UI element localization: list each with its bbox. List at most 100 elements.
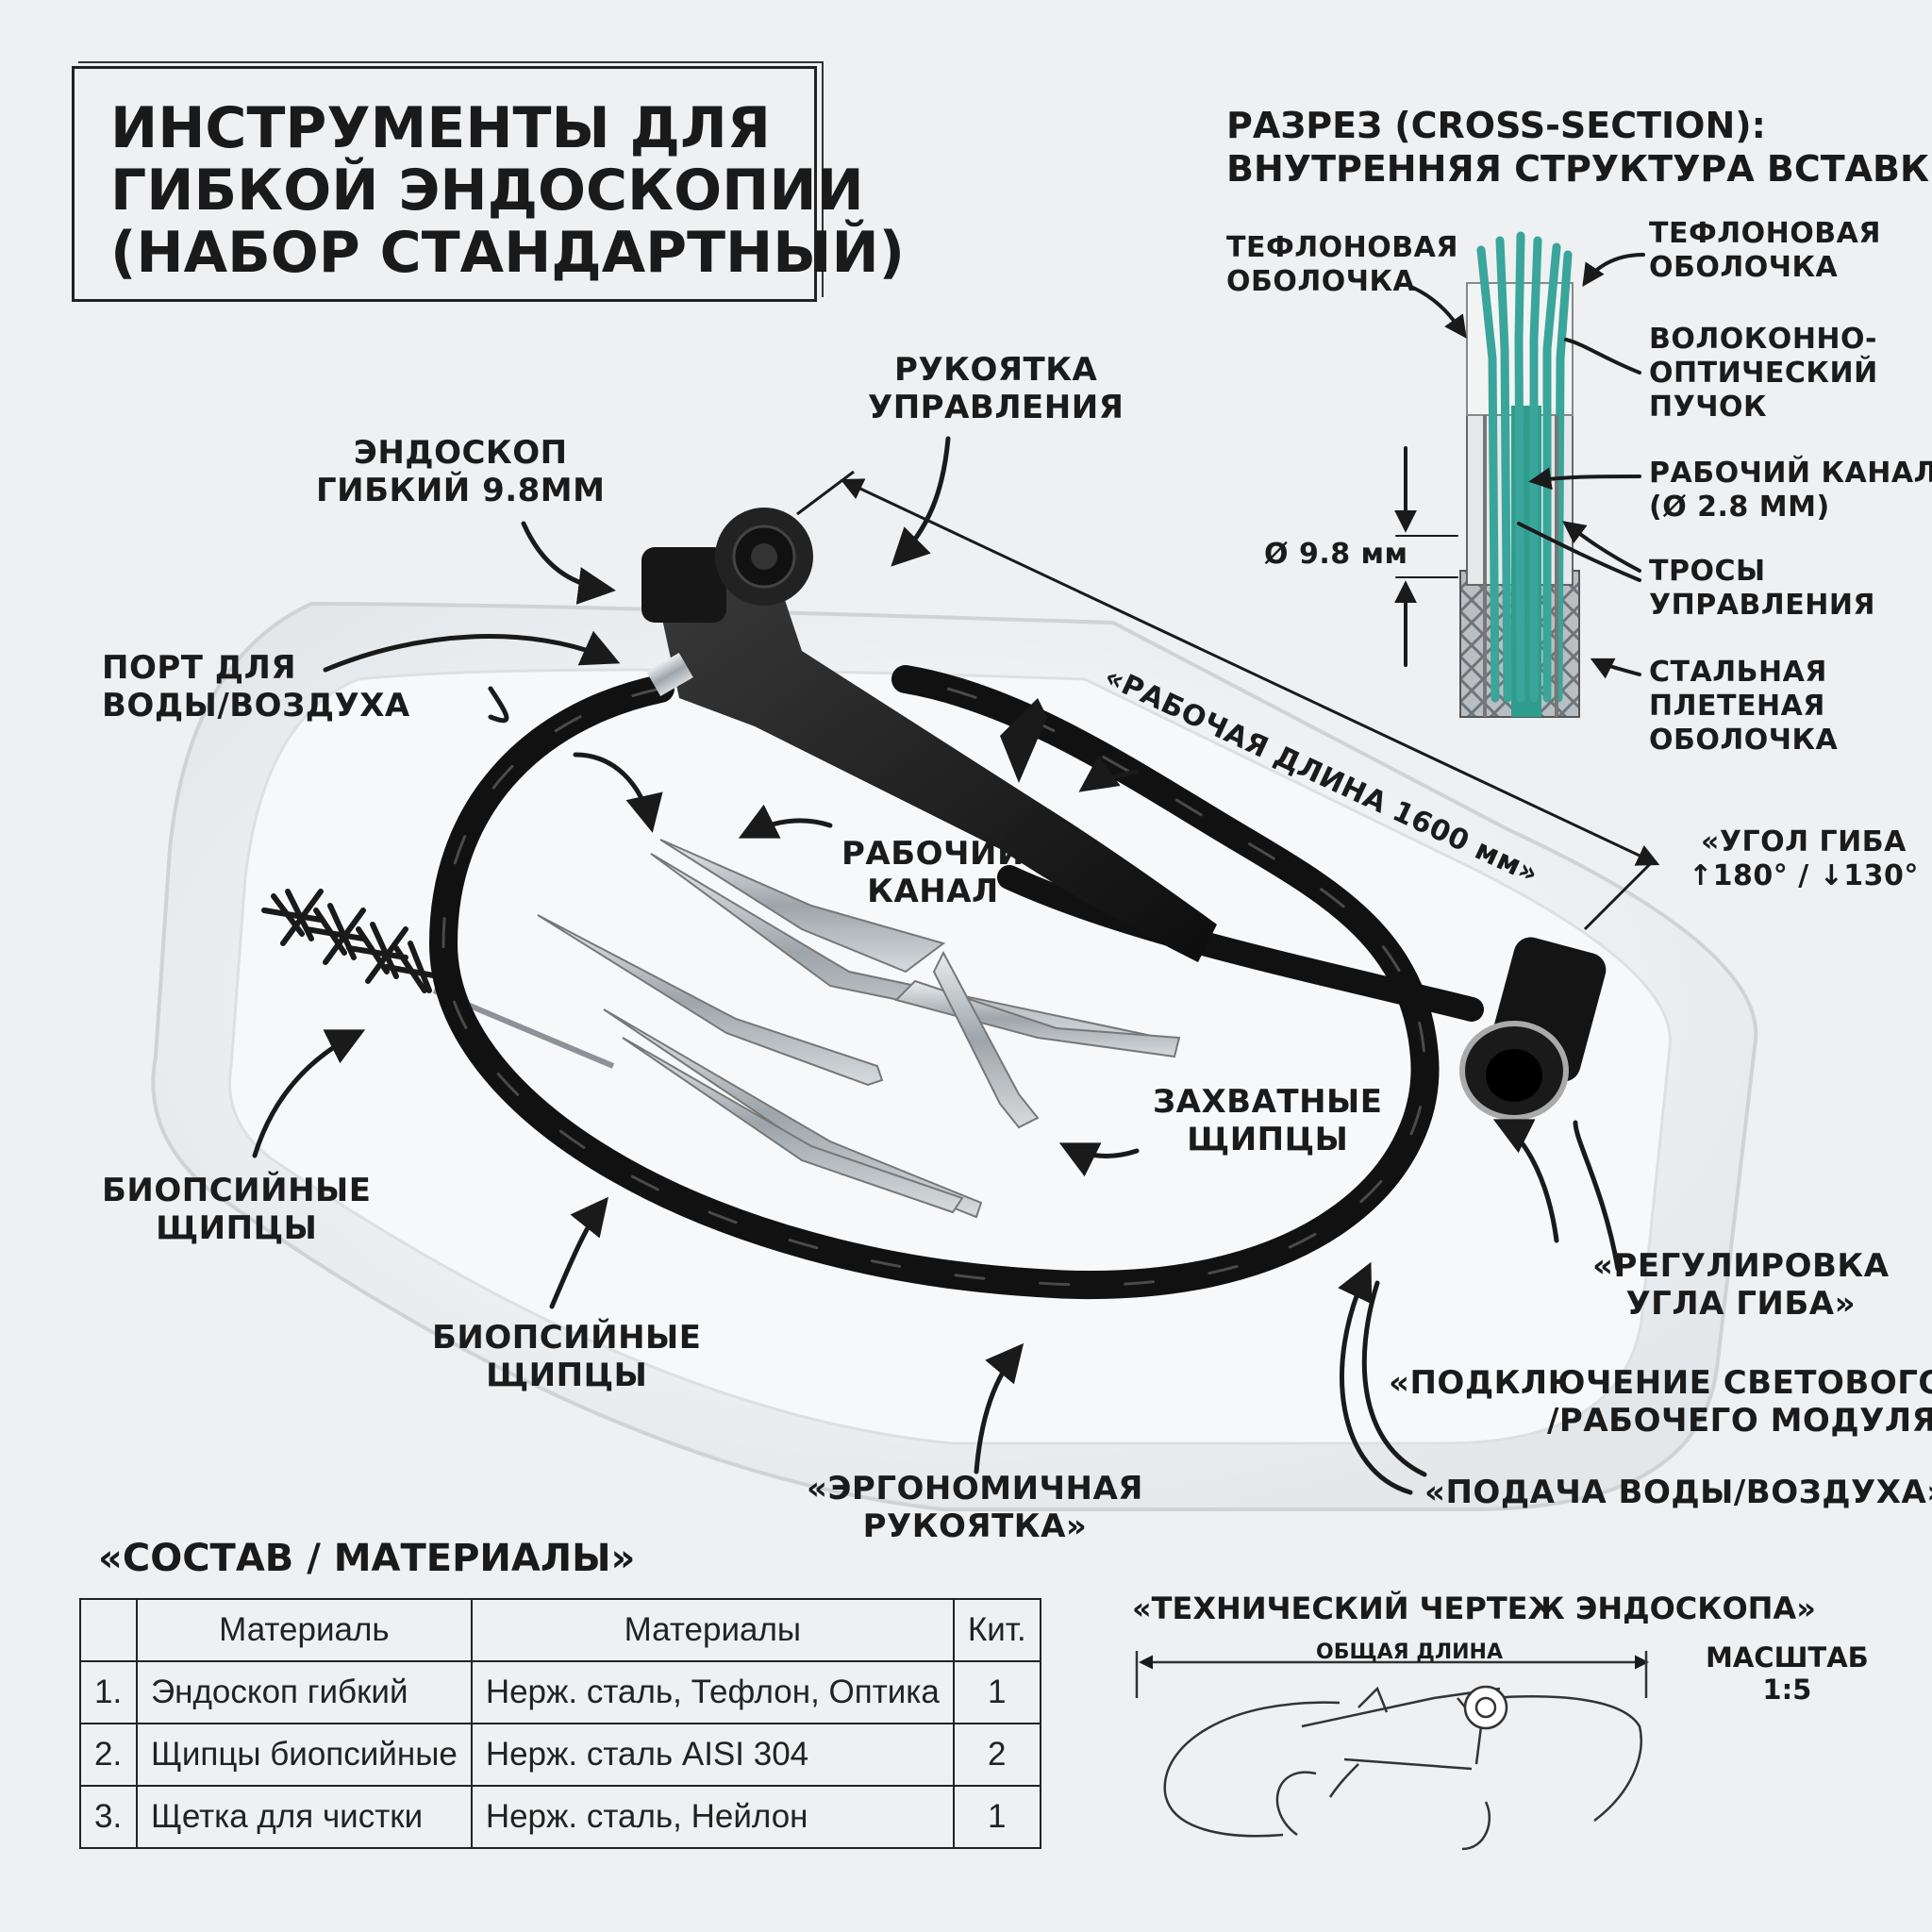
- scale-label-1: МАСШТАБ: [1706, 1641, 1869, 1674]
- title-line-3: (НАБОР СТАНДАРТНЫЙ): [110, 220, 906, 286]
- cross-section-title: РАЗРЕЗ (CROSS-SECTION): ВНУТРЕННЯЯ СТРУК…: [1226, 104, 1932, 191]
- label-biopsy-a-1: БИОПСИЙНЫЕ: [102, 1172, 372, 1209]
- table-cell: 1: [952, 1785, 1041, 1849]
- label-fiber-1: ВОЛОКОННО-: [1649, 323, 1877, 356]
- label-braid-2: ПЛЕТЕНАЯ: [1649, 690, 1825, 723]
- label-biopsy-b-1: БИОПСИЙНЫЕ: [432, 1319, 702, 1357]
- label-cs-channel-1: РАБОЧИЙ КАНАЛ: [1649, 457, 1932, 490]
- table-cell: Нерж. сталь, Тефлон, Оптика: [470, 1660, 955, 1724]
- label-grasp-2: ЩИПЦЫ: [1187, 1121, 1349, 1158]
- label-cables-2: УПРАВЛЕНИЯ: [1649, 589, 1876, 622]
- table-cell: Нерж. сталь, Нейлон: [470, 1785, 955, 1849]
- label-steel-braid: СТАЛЬНАЯ ПЛЕТЕНАЯ ОБОЛОЧКА: [1649, 656, 1838, 758]
- label-bend-2: ↑180° / ↓130°: [1689, 859, 1919, 892]
- table-cell: 2.: [79, 1723, 138, 1787]
- cross-section-title-line-1: РАЗРЕЗ (CROSS-SECTION):: [1226, 105, 1766, 146]
- label-bend-adjust-1: «РЕГУЛИРОВКА: [1592, 1247, 1890, 1285]
- label-braid-3: ОБОЛОЧКА: [1649, 724, 1839, 757]
- label-teflon-left-2: ОБОЛОЧКА: [1226, 265, 1416, 298]
- label-cs-channel-2: (Ø 2.8 мм): [1649, 491, 1830, 524]
- forceps: [537, 839, 1181, 1219]
- scale-label-2: 1:5: [1762, 1674, 1812, 1706]
- label-teflon-right-1: ТЕФЛОНОВАЯ: [1649, 217, 1881, 250]
- label-grasp-1: ЗАХВАТНЫЕ: [1153, 1083, 1383, 1121]
- table-cell: 2: [952, 1723, 1041, 1787]
- title-box: ИНСТРУМЕНТЫ ДЛЯ ГИБКОЙ ЭНДОСКОПИИ (НАБОР…: [72, 66, 905, 302]
- label-bend-adjust-2: УГЛА ГИБА»: [1625, 1285, 1857, 1323]
- page-title: ИНСТРУМЕНТЫ ДЛЯ ГИБКОЙ ЭНДОСКОПИИ (НАБОР…: [110, 97, 905, 284]
- table-cell: 1.: [79, 1660, 138, 1724]
- table-cell: 3.: [79, 1785, 138, 1849]
- table-cell: Щипцы биопсийные: [136, 1723, 473, 1787]
- label-connect-2: /РАБОЧЕГО МОДУЛЯ»: [1547, 1402, 1932, 1440]
- label-ergonomic-handle: «ЭРГОНОМИЧНАЯ РУКОЯТКА»: [807, 1470, 1143, 1545]
- label-fiber-2: ОПТИЧЕСКИЙ: [1649, 357, 1878, 390]
- table-row: 1. Эндоскоп гибкий Нерж. сталь, Тефлон, …: [79, 1660, 1041, 1724]
- working-length-dimension: [796, 470, 1660, 931]
- table-cell: Щетка для чистки: [136, 1785, 473, 1849]
- annotation-arrows: [252, 436, 1621, 1495]
- scale-label: МАСШТАБ 1:5: [1706, 1641, 1869, 1706]
- label-connect-1: «ПОДКЛЮЧЕНИЕ СВЕТОВОГО/: [1389, 1364, 1932, 1402]
- label-bend-adjust: «РЕГУЛИРОВКА УГЛА ГИБА»: [1592, 1247, 1890, 1323]
- technical-drawing: [1135, 1651, 1649, 1851]
- label-diameter-text: Ø 9.8 мм: [1264, 538, 1408, 571]
- table-row: 2. Щипцы биопсийные Нерж. сталь AISI 304…: [79, 1723, 1041, 1787]
- cross-section-illustration: [1459, 231, 1580, 718]
- label-grasping-forceps: ЗАХВАТНЫЕ ЩИПЦЫ: [1153, 1083, 1383, 1158]
- label-flexible-endoscope: ЭНДОСКОП ГИБКИЙ 9.8мм: [316, 434, 605, 509]
- label-handle-2: УПРАВЛЕНИЯ: [868, 389, 1124, 426]
- label-handle-1: РУКОЯТКА: [894, 351, 1098, 389]
- label-module-connection: «ПОДКЛЮЧЕНИЕ СВЕТОВОГО/ /РАБОЧЕГО МОДУЛЯ…: [1389, 1364, 1932, 1440]
- label-braid-1: СТАЛЬНАЯ: [1649, 656, 1827, 689]
- label-control-cables: ТРОСЫ УПРАВЛЕНИЯ: [1649, 555, 1875, 623]
- table-header-cell: Кит.: [952, 1598, 1041, 1662]
- label-port-1: ПОРТ ДЛЯ: [102, 649, 297, 687]
- label-bend-1: «УГОЛ ГИБА: [1701, 825, 1907, 858]
- label-endoscope-2: ГИБКИЙ 9.8мм: [316, 472, 606, 509]
- label-biopsy-forceps-b: БИОПСИЙНЫЕ ЩИПЦЫ: [432, 1319, 702, 1394]
- table-cell: 1: [952, 1660, 1041, 1724]
- label-water-air-text: «ПОДАЧА ВОДЫ/ВОЗДУХА»: [1424, 1474, 1932, 1511]
- label-water-air-supply: «ПОДАЧА ВОДЫ/ВОЗДУХА»: [1424, 1474, 1932, 1511]
- total-length-label: ОБЩАЯ ДЛИНА: [1316, 1641, 1503, 1664]
- label-diameter: Ø 9.8 мм: [1264, 538, 1408, 572]
- title-line-1: ИНСТРУМЕНТЫ ДЛЯ: [110, 95, 771, 161]
- label-working-channel-cs: РАБОЧИЙ КАНАЛ (Ø 2.8 мм): [1649, 457, 1932, 525]
- title-line-2: ГИБКОЙ ЭНДОСКОПИИ: [110, 158, 864, 224]
- label-ergo-2: РУКОЯТКА»: [862, 1507, 1088, 1545]
- label-water-air-port: ПОРТ ДЛЯ ВОДЫ/ВОЗДУХА: [102, 649, 410, 724]
- label-teflon-right: ТЕФЛОНОВАЯ ОБОЛОЧКА: [1649, 217, 1881, 285]
- cross-section-title-line-2: ВНУТРЕННЯЯ СТРУКТУРА ВСТАВКИ: [1226, 148, 1932, 190]
- distal-connector: [1459, 937, 1607, 1121]
- label-biopsy-a-2: ЩИПЦЫ: [156, 1209, 318, 1247]
- table-header-cell: [79, 1598, 138, 1662]
- label-working-channel: РАБОЧИЙ КАНАЛ: [841, 835, 1024, 910]
- label-teflon-left: ТЕФЛОНОВАЯ ОБОЛОЧКА: [1226, 231, 1458, 299]
- label-fiber-bundle: ВОЛОКОННО- ОПТИЧЕСКИЙ ПУЧОК: [1649, 323, 1878, 425]
- label-channel-2: КАНАЛ: [867, 873, 999, 910]
- label-biopsy-b-2: ЩИПЦЫ: [486, 1357, 648, 1394]
- label-fiber-3: ПУЧОК: [1649, 391, 1768, 424]
- table-row: 3. Щетка для чистки Нерж. сталь, Нейлон …: [79, 1785, 1041, 1849]
- label-teflon-right-2: ОБОЛОЧКА: [1649, 251, 1839, 284]
- materials-title: «СОСТАВ / МАТЕРИАЛЫ»: [98, 1537, 636, 1580]
- materials-table: Материаль Материалы Кит. 1. Эндоскоп гиб…: [79, 1598, 1041, 1849]
- table-header-cell: Материаль: [136, 1598, 473, 1662]
- label-ergo-1: «ЭРГОНОМИЧНАЯ: [807, 1470, 1143, 1507]
- label-bend-angle: «УГОЛ ГИБА ↑180° / ↓130°: [1689, 825, 1919, 893]
- table-header-cell: Материалы: [470, 1598, 955, 1662]
- cross-section-leaders: [1394, 253, 1645, 679]
- table-cell: Нерж. сталь AISI 304: [470, 1723, 955, 1787]
- label-endoscope-1: ЭНДОСКОП: [353, 434, 568, 472]
- label-control-handle: РУКОЯТКА УПРАВЛЕНИЯ: [868, 351, 1124, 426]
- label-teflon-left-1: ТЕФЛОНОВАЯ: [1226, 231, 1458, 264]
- label-biopsy-forceps-a: БИОПСИЙНЫЕ ЩИПЦЫ: [102, 1172, 372, 1247]
- table-header-row: Материаль Материалы Кит.: [79, 1598, 1041, 1662]
- technical-drawing-title: «ТЕХНИЧЕСКИЙ ЧЕРТЕЖ ЭНДОСКОПА»: [1132, 1591, 1816, 1626]
- label-port-2: ВОДЫ/ВОЗДУХА: [102, 687, 410, 724]
- table-cell: Эндоскоп гибкий: [136, 1660, 473, 1724]
- label-cables-1: ТРОСЫ: [1649, 555, 1766, 588]
- label-channel-1: РАБОЧИЙ: [841, 835, 1024, 873]
